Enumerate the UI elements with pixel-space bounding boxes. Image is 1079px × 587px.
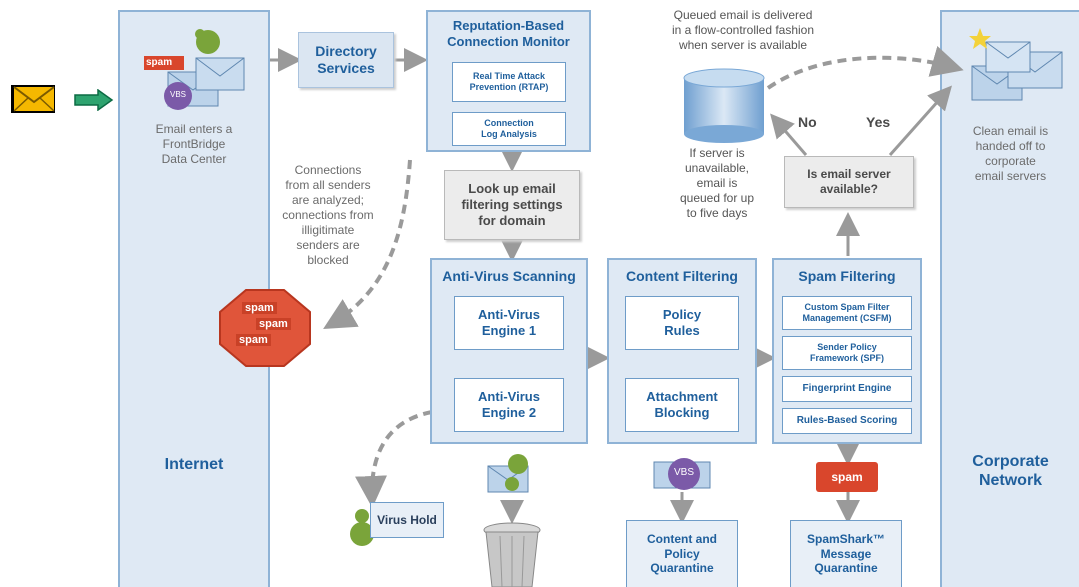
spam-badge-text: spam — [831, 470, 863, 484]
internet-title: Internet — [164, 456, 224, 473]
vbs-badge-icon: VBS — [652, 456, 712, 492]
rules-based-scoring-box: Rules-Based Scoring — [782, 408, 912, 434]
corporate-network-panel: Clean email is handed off to corporate e… — [940, 10, 1079, 587]
clean-email-caption: Clean email is handed off to corporate e… — [972, 124, 1049, 183]
spam-tag: spam — [146, 57, 173, 68]
clean-mail-icon — [966, 26, 1070, 112]
entry-caption: Email enters a FrontBridge Data Center — [155, 122, 233, 166]
reputation-title: Reputation-Based Connection Monitor — [447, 18, 570, 49]
directory-services-box: Directory Services — [298, 32, 394, 88]
connections-note: Connections from all senders are analyze… — [282, 163, 374, 267]
spamshark-quarantine-box: SpamShark™ Message Quarantine — [790, 520, 902, 587]
virus-hold-box: Virus Hold — [370, 502, 444, 538]
virus-mail-icon — [486, 452, 538, 500]
no-label: No — [798, 114, 817, 130]
corporate-network-title: Corporate Network — [972, 453, 1049, 490]
attachment-blocking-box: Attachment Blocking — [625, 378, 739, 432]
antivirus-engine2-box: Anti-Virus Engine 2 — [454, 378, 564, 432]
incoming-mail-icon: spam VBS — [138, 26, 248, 116]
content-filtering-panel: Content Filtering Policy Rules Attachmen… — [607, 258, 757, 444]
policy-rules-box: Policy Rules — [625, 296, 739, 350]
spam-badge: spam — [816, 462, 878, 492]
spf-box: Sender Policy Framework (SPF) — [782, 336, 912, 370]
virus-hold-bug-icon — [346, 496, 380, 550]
queue-database-icon — [682, 68, 766, 144]
connection-log-box: Connection Log Analysis — [452, 112, 566, 146]
fingerprint-engine-box: Fingerprint Engine — [782, 376, 912, 402]
forward-arrow-icon — [74, 89, 114, 111]
rtap-box: Real Time Attack Prevention (RTAP) — [452, 62, 566, 102]
server-unavailable-note: If server is unavailable, email is queue… — [679, 146, 755, 220]
spam-filtering-panel: Spam Filtering Custom Spam Filter Manage… — [772, 258, 922, 444]
spam-filtering-title: Spam Filtering — [798, 268, 896, 284]
internet-panel: spam VBS Email enters a FrontBridge Data… — [118, 10, 270, 587]
stamp-spam-3: spam — [236, 334, 271, 346]
blocked-spam-stop-icon: spam spam spam — [218, 288, 312, 368]
content-filtering-title: Content Filtering — [626, 268, 738, 284]
queued-note: Queued email is delivered in a flow-cont… — [671, 8, 815, 52]
antivirus-engine1-box: Anti-Virus Engine 1 — [454, 296, 564, 350]
server-available-box: Is email server available? — [784, 156, 914, 208]
content-policy-quarantine-box: Content and Policy Quarantine — [626, 520, 738, 587]
stamp-spam-1: spam — [242, 302, 277, 314]
trash-can-icon — [480, 520, 544, 587]
antivirus-title: Anti-Virus Scanning — [442, 268, 576, 284]
stamp-spam-2: spam — [256, 318, 291, 330]
yes-label: Yes — [866, 114, 891, 130]
lookup-settings-box: Look up email filtering settings for dom… — [444, 170, 580, 240]
incoming-envelope-icon — [10, 84, 62, 114]
antivirus-panel: Anti-Virus Scanning Anti-Virus Engine 1 … — [430, 258, 588, 444]
virus-tag: VBS — [170, 90, 187, 99]
vbs-badge-text: VBS — [674, 467, 695, 478]
csfm-box: Custom Spam Filter Management (CSFM) — [782, 296, 912, 330]
reputation-monitor-panel: Reputation-Based Connection Monitor Real… — [426, 10, 591, 152]
